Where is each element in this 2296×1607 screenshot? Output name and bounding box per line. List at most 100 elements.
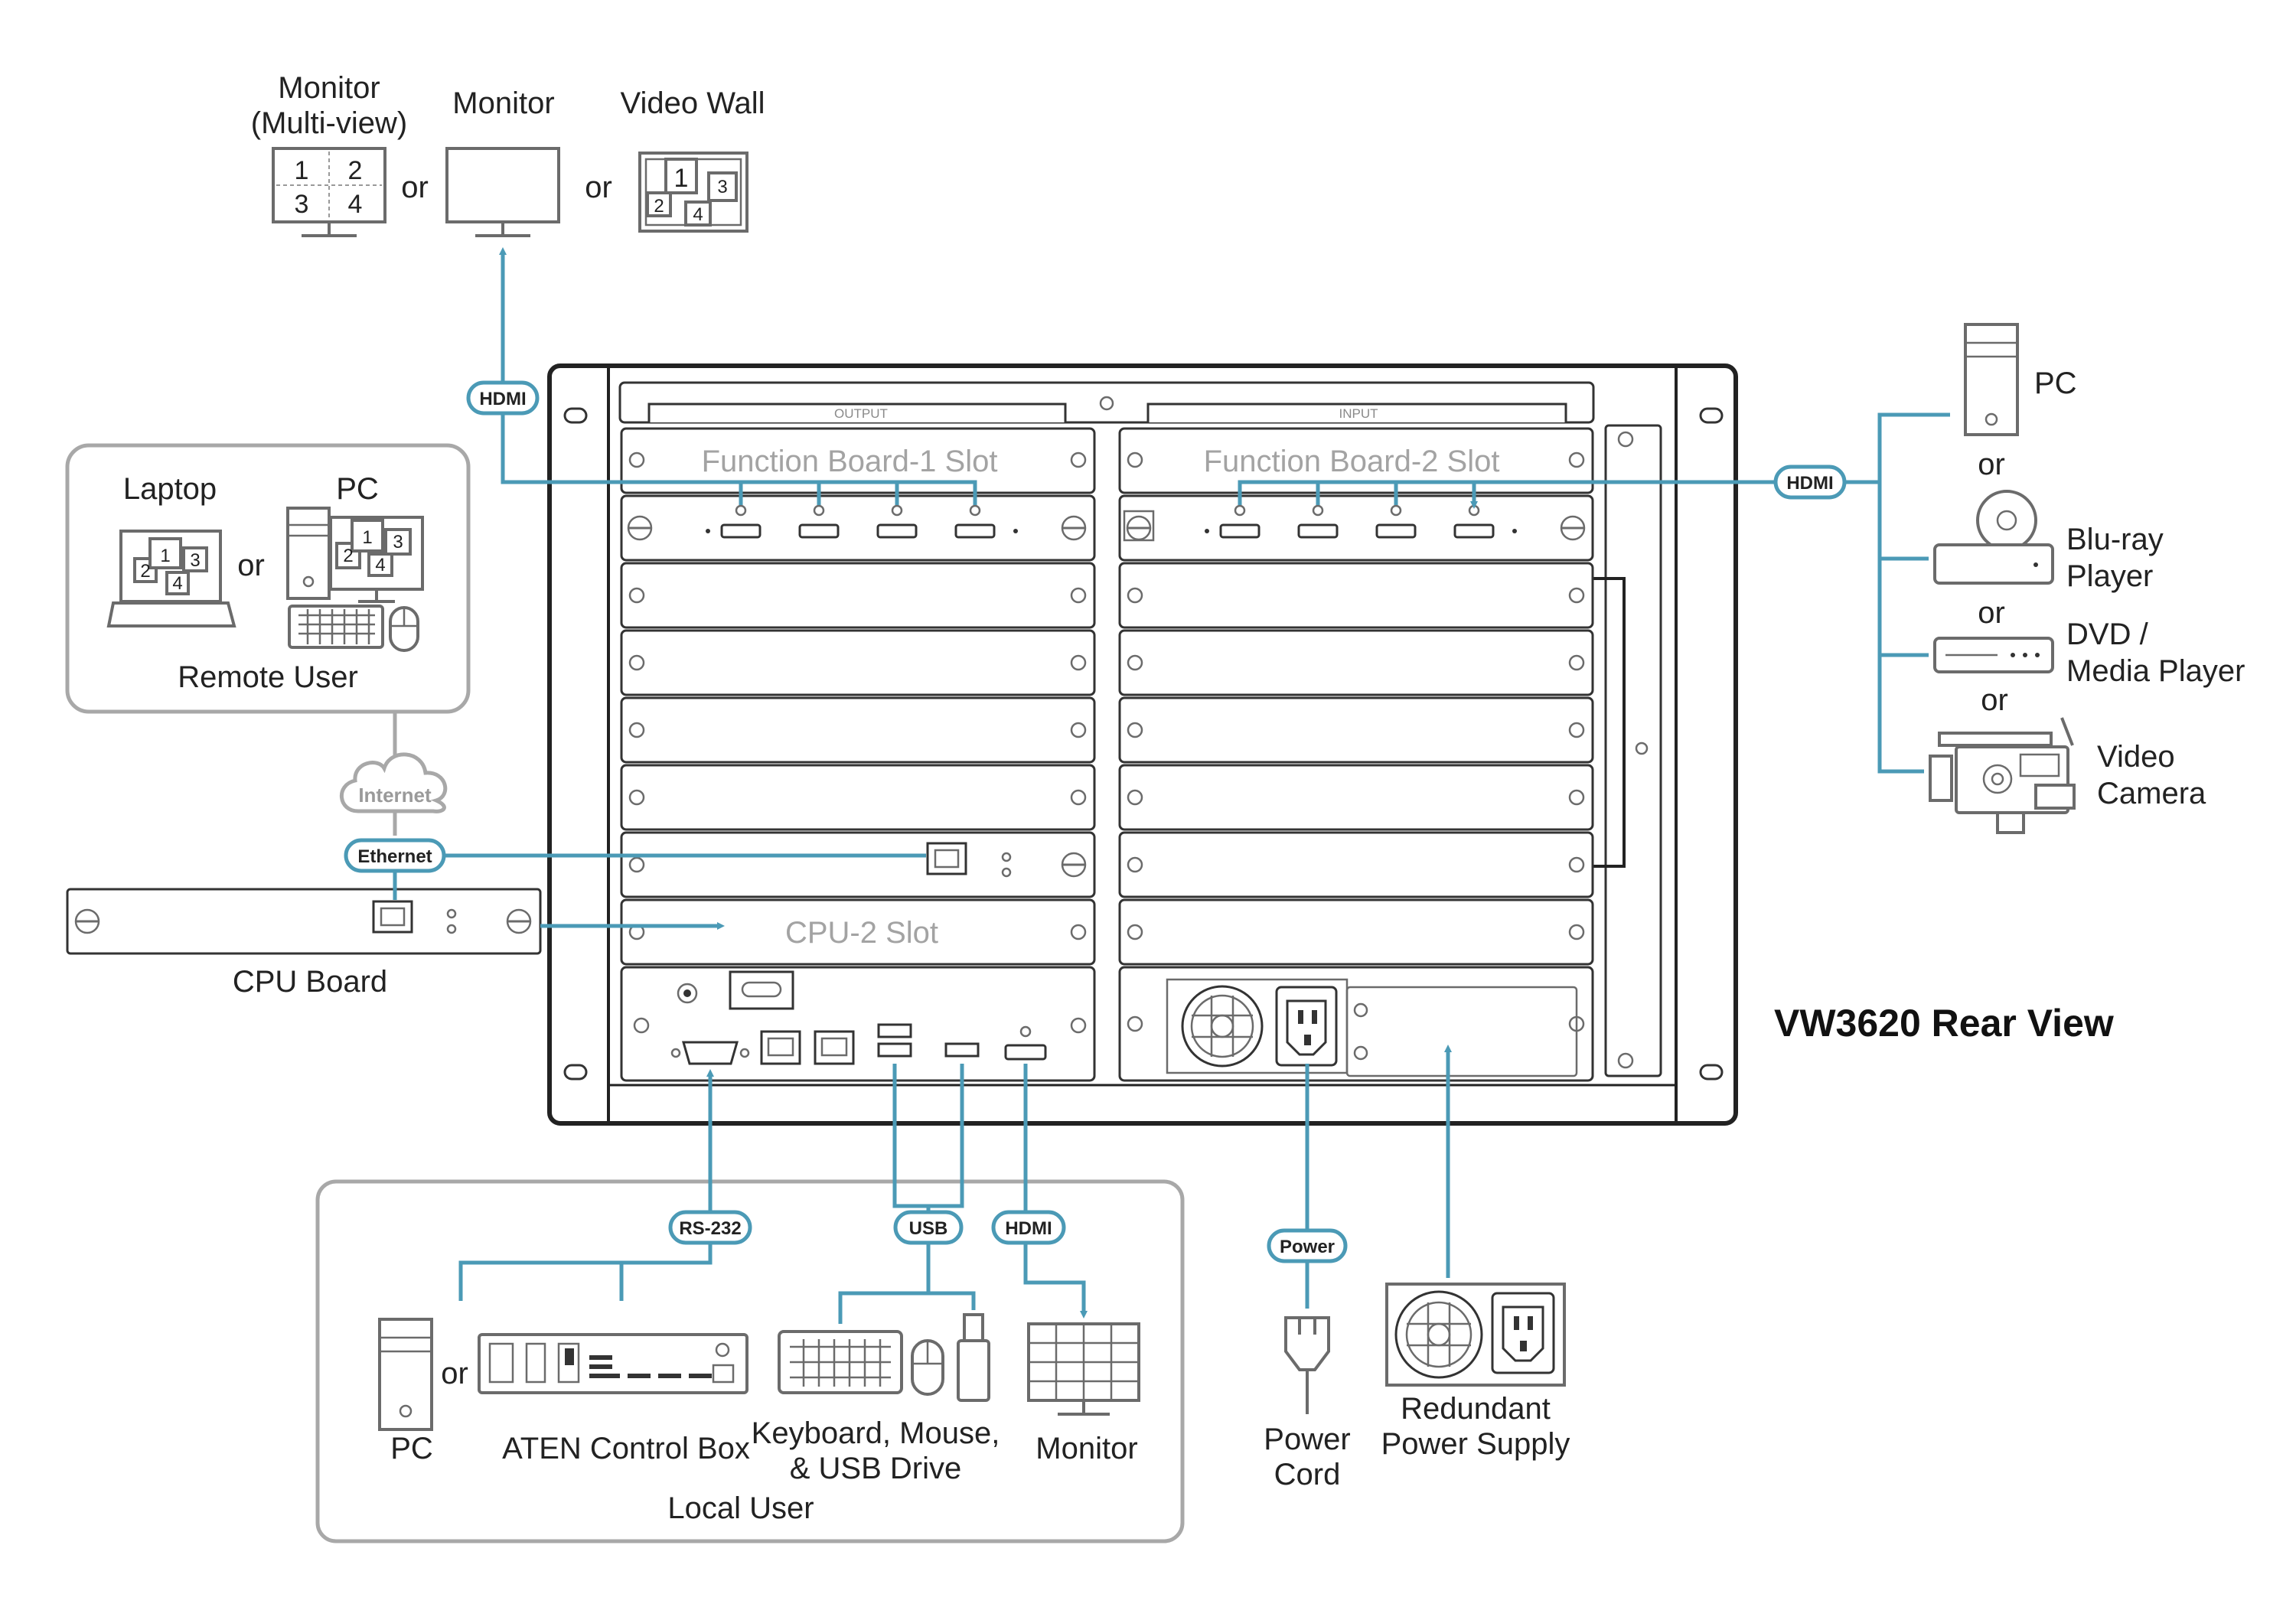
psu-fan-icon [1181, 985, 1264, 1068]
screen-number: 4 [375, 555, 385, 575]
internet-cloud-icon: Internet [340, 752, 448, 813]
svg-text:HDMI: HDMI [479, 389, 526, 409]
local-user-group: PC or ATEN Control Box Keyboard, Mouse, … [315, 1179, 1185, 1543]
screen-number: 4 [172, 573, 182, 594]
or-text: or [1981, 683, 2008, 717]
hdmi-input-port[interactable] [1375, 504, 1417, 539]
rack-hole [1699, 1064, 1724, 1081]
video-wall-icon: 1 2 3 4 [638, 152, 748, 233]
hdmi-input-port[interactable] [1219, 504, 1261, 539]
output-label: OUTPUT [834, 406, 888, 421]
laptop-icon: 2 1 3 4 [106, 530, 236, 627]
hdmi-output-port[interactable] [954, 504, 996, 539]
hdmi-local-tag: HDMI [991, 1210, 1066, 1245]
multiview-monitor-label-2: (Multi-view) [251, 106, 407, 140]
video-wall-number: 2 [654, 196, 664, 217]
bluray-label-2: Player [2066, 559, 2153, 593]
blank-slot [1118, 696, 1594, 764]
function-board-1-label: Function Board-1 Slot [702, 445, 998, 478]
cpu-board-ethernet-port[interactable] [372, 900, 413, 934]
power-cord-icon [1284, 1316, 1330, 1414]
or-text: or [585, 171, 612, 204]
usb-port[interactable] [944, 1042, 980, 1058]
dvd-label-1: DVD / [2066, 618, 2149, 651]
ethernet-tag: Ethernet [344, 838, 446, 873]
rps-label-2: Power Supply [1381, 1427, 1570, 1461]
kbd-label-1: Keyboard, Mouse, [752, 1416, 1000, 1450]
blank-slot [620, 629, 1096, 696]
output-displays: Monitor (Multi-view) 1 2 3 4 or Monitor … [251, 71, 765, 237]
lan-port[interactable] [760, 1030, 801, 1065]
hdmi-input-cable [1238, 480, 1880, 505]
power-switch[interactable] [729, 970, 794, 1010]
hdmi-local-port[interactable] [1004, 1025, 1047, 1061]
local-monitor-label: Monitor [1035, 1432, 1137, 1465]
svg-text:Ethernet: Ethernet [357, 846, 432, 867]
or-text: or [1978, 448, 2005, 481]
multiview-number: 2 [348, 156, 363, 185]
power-cord-label-1: Power [1264, 1423, 1350, 1456]
power-inlet[interactable] [1275, 986, 1338, 1067]
blank-slot [1118, 629, 1594, 696]
or-text: or [1978, 596, 2005, 630]
multiview-number: 1 [295, 156, 309, 185]
hdmi-output-cable [499, 247, 741, 484]
or-text: or [237, 549, 265, 582]
cpu-board [66, 888, 542, 955]
camera-label-1: Video [2097, 740, 2175, 774]
rs232-port[interactable] [670, 1041, 750, 1065]
camera-label-2: Camera [2097, 777, 2206, 810]
rps-label-1: Redundant [1401, 1392, 1551, 1426]
power-tag: Power [1267, 1228, 1348, 1263]
usb-cable [838, 1206, 976, 1324]
control-box-label: ATEN Control Box [502, 1432, 750, 1465]
function-board-2-label: Function Board-2 Slot [1204, 445, 1500, 478]
output-board [620, 494, 1096, 562]
bluray-label-1: Blu-ray [2066, 523, 2164, 556]
hdmi-output-port[interactable] [720, 504, 762, 539]
screen-number: 3 [393, 532, 403, 553]
blank-slot [1118, 562, 1594, 629]
hdmi-output-port[interactable] [798, 504, 840, 539]
screen-number: 3 [190, 550, 200, 571]
input-label: INPUT [1339, 406, 1378, 421]
multiview-number: 4 [348, 190, 363, 219]
function-board-1-slot: Function Board-1 Slot [620, 427, 1096, 494]
remote-pc-label: PC [336, 472, 379, 506]
kbd-label-2: & USB Drive [790, 1452, 962, 1485]
cpu-2-slot: CPU-2 Slot [620, 898, 1096, 966]
usb-tag: USB [893, 1210, 964, 1245]
cpu-2-label: CPU-2 Slot [785, 916, 938, 950]
local-pc-icon [378, 1318, 433, 1431]
rs232-tag: RS-232 [668, 1210, 752, 1245]
local-console-panel [620, 966, 1096, 1082]
aten-control-box-icon [478, 1333, 748, 1394]
or-text: or [441, 1357, 468, 1390]
hdmi-output-cable [739, 480, 977, 505]
blank-slot [620, 764, 1096, 831]
blank-slot [620, 696, 1096, 764]
multiview-monitor-label-1: Monitor [278, 71, 380, 105]
usb-port[interactable] [877, 1023, 912, 1058]
svg-text:HDMI: HDMI [1005, 1218, 1052, 1239]
screen-number: 1 [160, 546, 170, 566]
connection-wires [393, 247, 1950, 1324]
source-pc-label: PC [2034, 367, 2077, 400]
monitor-icon [445, 147, 560, 237]
local-pc-label: PC [390, 1432, 433, 1465]
power-supply-module [1118, 966, 1594, 1082]
hdmi-input-cable [1316, 482, 1474, 505]
ethernet-port[interactable] [926, 842, 967, 875]
source-pc-icon [1964, 323, 2019, 436]
blank-slot [1118, 898, 1594, 966]
svg-text:HDMI: HDMI [1786, 473, 1833, 494]
local-user-label: Local User [667, 1491, 814, 1525]
hdmi-output-port[interactable] [876, 504, 918, 539]
rack-hole [563, 1064, 588, 1081]
lan-port[interactable] [814, 1030, 855, 1065]
blank-slot [1118, 831, 1594, 898]
cpu-board-label: CPU Board [233, 965, 387, 999]
rack-hole [1699, 407, 1724, 424]
screen-number: 1 [362, 527, 372, 548]
hdmi-input-port[interactable] [1297, 504, 1339, 539]
